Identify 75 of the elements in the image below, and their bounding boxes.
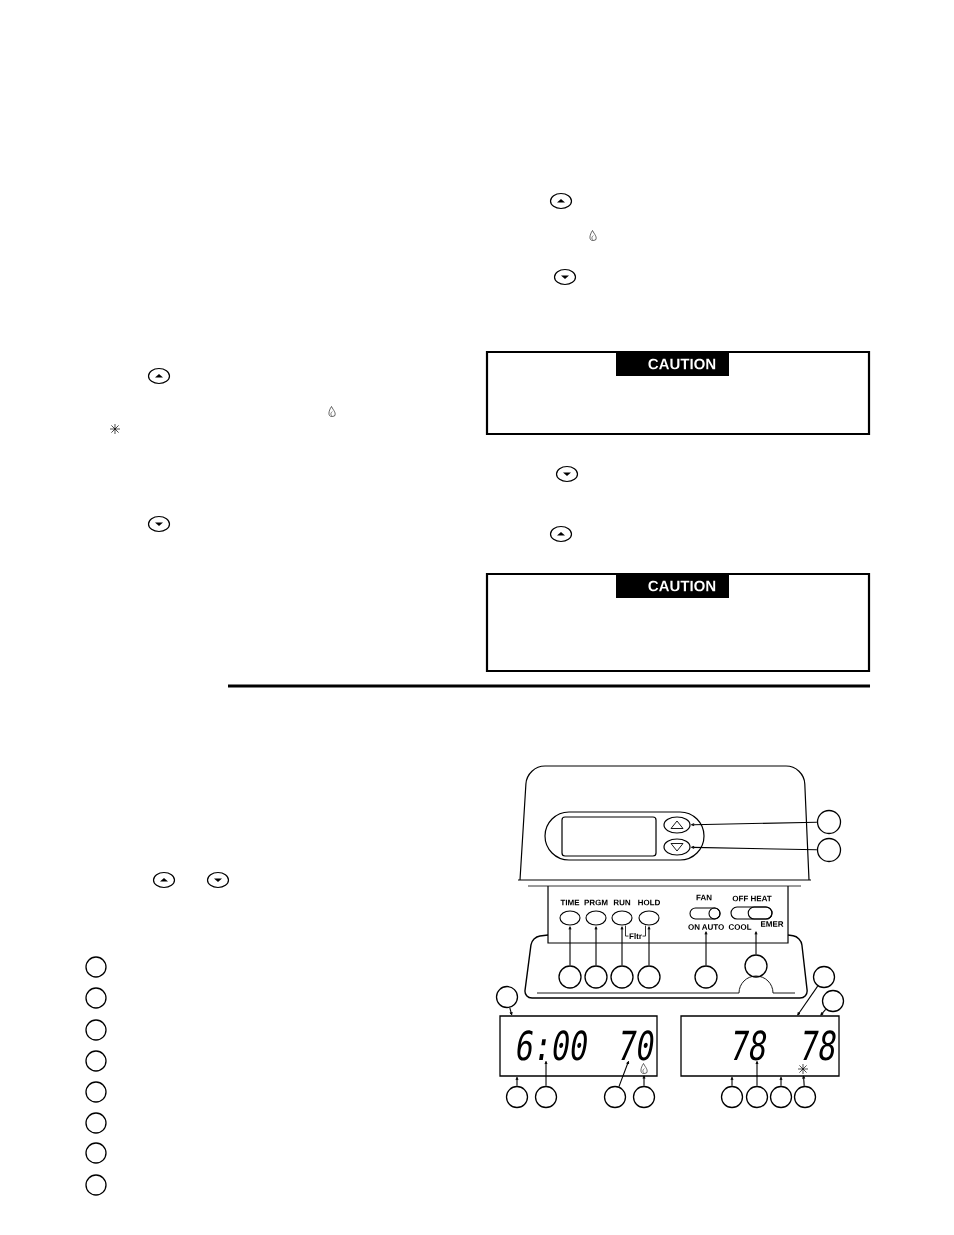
callout-circle <box>816 837 842 863</box>
node-label: RUN <box>613 899 631 906</box>
callout-circle <box>85 1174 107 1196</box>
leader-arrow <box>509 1007 513 1016</box>
callout-circle <box>85 987 107 1009</box>
leader-arrow <box>690 821 818 827</box>
push-button: HOLD <box>638 899 660 926</box>
callout-circle <box>745 1085 769 1109</box>
callout-circle <box>610 965 634 989</box>
callout-circle <box>85 1081 107 1103</box>
lcd-digits: 6:00 <box>517 1030 587 1061</box>
arrow-button <box>663 816 691 834</box>
callout-circle <box>769 1085 793 1109</box>
push-button: PRGM <box>584 899 608 926</box>
leader-arrow <box>594 926 598 966</box>
callout-circle <box>637 965 661 989</box>
callout-circle <box>85 956 107 978</box>
callout-circle <box>85 1050 107 1072</box>
node-label: FAN <box>696 894 712 901</box>
lcd-digits: 70 <box>621 1030 654 1061</box>
leader-arrow <box>797 985 819 1016</box>
callout-circle <box>720 1085 744 1109</box>
callout-circle <box>694 965 718 989</box>
callout-circle <box>85 1019 107 1041</box>
snowflake-icon <box>797 1063 809 1075</box>
callout-circle <box>744 954 768 978</box>
push-button: TIME <box>559 899 581 926</box>
slide-switch: FAN ON AUTO <box>688 894 724 930</box>
node-label: TIME <box>560 899 580 906</box>
leader-arrow <box>704 931 708 966</box>
node-label: COOL <box>728 924 752 930</box>
leader-arrow <box>544 1060 548 1087</box>
callout-circle <box>632 1085 656 1109</box>
leader-arrow <box>802 1075 806 1087</box>
leader-arrow <box>647 926 651 966</box>
lcd-digits: 78 <box>733 1030 767 1061</box>
node-label: EMER <box>760 921 784 927</box>
node-label: AUTO <box>701 924 724 930</box>
callout-circle <box>505 1085 529 1109</box>
lcd-display <box>499 1015 658 1077</box>
caution-box: CAUTION <box>485 350 871 436</box>
callout-circle <box>85 1142 107 1164</box>
callout-circle <box>85 1112 107 1134</box>
slide-switch: OFF HEAT COOL EMER <box>728 895 784 930</box>
leader-arrow <box>754 931 758 955</box>
leader-arrow <box>620 926 624 966</box>
node-label: PRGM <box>584 899 608 906</box>
callout-circle <box>821 989 845 1013</box>
arrow-button <box>663 838 691 856</box>
leader-arrow <box>779 1076 783 1087</box>
node-label: HOLD <box>638 899 660 906</box>
leader-arrow <box>755 1060 759 1087</box>
node-label: OFF HEAT <box>732 895 772 902</box>
edge-label: Fltr <box>628 932 643 940</box>
node-label: ON <box>688 924 700 930</box>
callout-circle <box>812 965 836 989</box>
push-button: RUN <box>611 899 633 926</box>
lcd-display <box>680 1015 840 1077</box>
callout-circle <box>603 1085 627 1109</box>
leader-arrow <box>820 1008 827 1016</box>
leader-arrow <box>515 1076 519 1087</box>
callout-circle <box>558 965 582 989</box>
callout-circle <box>816 809 842 835</box>
leader-arrow <box>642 1075 646 1087</box>
callout-circle <box>793 1085 817 1109</box>
leader-arrow <box>568 926 572 966</box>
flame-icon <box>640 1063 648 1074</box>
leader-arrow <box>690 845 818 851</box>
leader-arrow <box>618 1060 629 1088</box>
lcd-digits: 78 <box>803 1030 836 1061</box>
callout-circle <box>495 985 519 1009</box>
leader-arrow <box>730 1076 734 1087</box>
callout-circle <box>534 1085 558 1109</box>
caution-box: CAUTION <box>485 572 871 673</box>
callout-circle <box>584 965 608 989</box>
